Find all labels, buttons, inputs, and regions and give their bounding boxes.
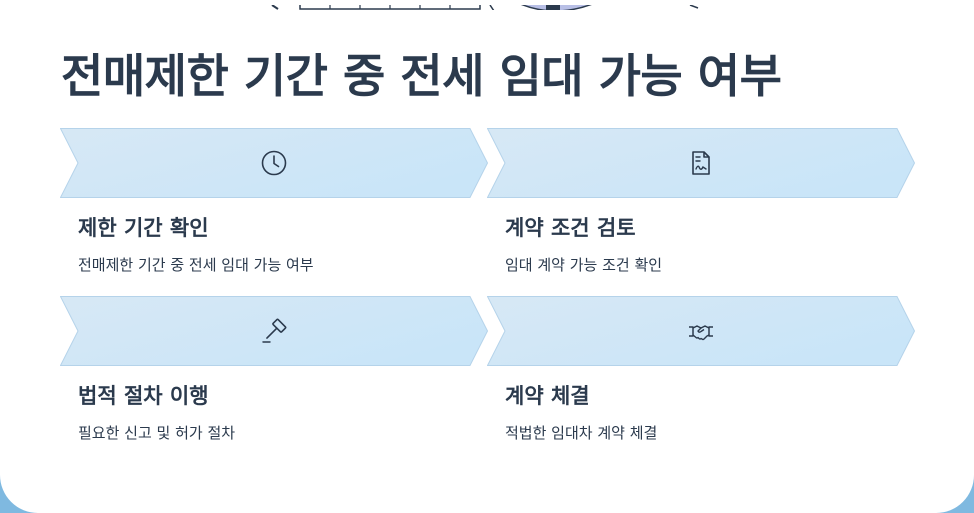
step-banner (60, 128, 488, 198)
step-title: 제한 기간 확인 (78, 216, 209, 240)
step-description: 임대 계약 가능 조건 확인 (505, 256, 663, 274)
step-banner (487, 128, 915, 198)
step-title: 계약 체결 (505, 384, 590, 408)
clock-icon (259, 148, 289, 178)
step-description: 적법한 임대차 계약 체결 (505, 424, 658, 442)
header-illustration (0, 0, 974, 10)
step-description: 전매제한 기간 중 전세 임대 가능 여부 (78, 256, 314, 274)
step-banner (60, 296, 488, 366)
step-banner (487, 296, 915, 366)
handshake-icon (686, 316, 716, 346)
page-title: 전매제한 기간 중 전세 임대 가능 여부 (61, 49, 782, 103)
step-title: 계약 조건 검토 (505, 216, 636, 240)
gavel-icon (259, 316, 289, 346)
step-title: 법적 절차 이행 (78, 384, 209, 408)
step-description: 필요한 신고 및 허가 절차 (78, 424, 236, 442)
document-signature-icon (686, 148, 716, 178)
